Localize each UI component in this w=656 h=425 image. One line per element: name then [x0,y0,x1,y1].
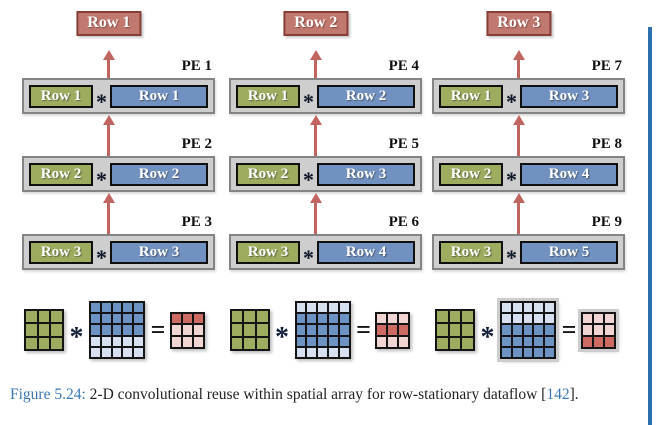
filter-row-chip: Row 3 [29,240,93,264]
ifmap-row-chip: Row 3 [317,162,415,186]
multiply-operator: * [96,245,107,270]
multiply-operator: * [506,89,517,114]
arrowhead-icon [102,50,115,60]
pe-label: PE 2 [181,136,212,152]
multiply-operator: * [303,167,314,192]
right-border-rule [648,27,652,425]
filter-row-chip: Row 3 [236,240,300,264]
pe-label: PE 1 [181,58,212,74]
pe-label: PE 3 [181,214,212,230]
bracket-close: ]. [569,386,579,403]
pe-box: Row 3 * Row 4 [229,234,422,270]
filter-grid [229,309,270,351]
pe-box: Row 2 * Row 3 [229,156,422,192]
filter-row-chip: Row 2 [439,162,503,186]
up-arrow-icon [309,115,322,156]
pe-box: Row 3 * Row 3 [22,234,215,270]
filter-row-chip: Row 1 [236,84,300,108]
filter-row-chip: Row 2 [29,162,93,186]
arrowhead-icon [512,193,525,203]
psum-grid [169,311,205,349]
pe-label: PE 8 [591,136,622,152]
pe-box: Row 3 * Row 5 [432,234,625,270]
up-arrow-icon [512,115,525,156]
figure-caption: Figure 5.24: 2-D convolutional reuse wit… [10,386,579,404]
pe-label: PE 6 [388,214,419,230]
ifmap-row-chip: Row 2 [110,162,208,186]
citation-link[interactable]: 142 [546,386,570,403]
ifmap-row-chip: Row 4 [317,240,415,264]
pe-label: PE 9 [591,214,622,230]
multiply-operator: * [480,322,495,353]
up-arrow-icon [512,193,525,234]
multiply-operator: * [96,167,107,192]
multiply-operator: * [275,322,290,353]
up-arrow-icon [512,50,525,78]
pe-label: PE 5 [388,136,419,152]
conv-group-2: * = [229,301,411,359]
ifmap-row-chip: Row 3 [520,84,618,108]
pe-column-3: Row 3 PE 7 Row 1 * Row 3 PE 8 Row 2 * Ro… [432,11,625,273]
page-number: 101 [619,0,645,4]
pe-box: Row 2 * Row 4 [432,156,625,192]
equals-operator: = [356,315,371,344]
ifmap-grid [500,301,557,359]
arrowhead-icon [309,50,322,60]
equals-operator: = [150,315,166,344]
filter-row-chip: Row 3 [439,240,503,264]
conv-group-1: * = [24,301,205,359]
psum-grid [580,311,616,349]
ifmap-grid [294,301,351,359]
multiply-operator: * [96,89,107,114]
psum-grid [375,311,411,349]
figure-label: Figure 5.24: [10,386,90,403]
bracket-open: [ [541,386,547,403]
arrowhead-icon [309,115,322,125]
arrowhead-icon [102,115,115,125]
pe-column-2: Row 2 PE 4 Row 1 * Row 2 PE 5 Row 2 * Ro… [229,11,422,273]
ifmap-row-chip: Row 3 [110,240,208,264]
multiply-operator: * [69,322,84,353]
up-arrow-icon [309,50,322,78]
ifmap-row-chip: Row 1 [110,84,208,108]
filter-row-chip: Row 2 [236,162,300,186]
ifmap-grid [89,301,146,359]
pe-box: Row 2 * Row 2 [22,156,215,192]
arrowhead-icon [512,115,525,125]
row-badge: Row 3 [486,11,552,36]
up-arrow-icon [102,193,115,234]
section-header: 5.7. DATAFLOW TAXONOMY [355,0,587,4]
row-badge: Row 1 [76,11,142,36]
running-header: 5.7. DATAFLOW TAXONOMY 101 [355,0,645,5]
arrowhead-icon [309,193,322,203]
conv-summary-strip: * = * = * = [24,301,616,359]
filter-grid [24,309,64,351]
row-badge: Row 2 [283,11,349,36]
conv-group-3: * = [435,301,616,359]
pe-box: Row 1 * Row 1 [22,78,215,114]
ifmap-row-chip: Row 5 [520,240,618,264]
multiply-operator: * [506,245,517,270]
ifmap-row-chip: Row 4 [520,162,618,186]
pe-label: PE 7 [591,58,622,74]
filter-grid [435,309,475,351]
arrowhead-icon [102,193,115,203]
multiply-operator: * [303,89,314,114]
multiply-operator: * [506,167,517,192]
equals-operator: = [561,315,577,344]
pe-column-1: Row 1 PE 1 Row 1 * Row 1 PE 2 Row 2 * Ro… [22,11,215,273]
up-arrow-icon [309,193,322,234]
filter-row-chip: Row 1 [439,84,503,108]
multiply-operator: * [303,245,314,270]
ifmap-row-chip: Row 2 [317,84,415,108]
up-arrow-icon [102,50,115,78]
pe-box: Row 1 * Row 3 [432,78,625,114]
caption-text: 2-D convolutional reuse within spatial a… [89,386,542,403]
filter-row-chip: Row 1 [29,84,93,108]
up-arrow-icon [102,115,115,156]
pe-label: PE 4 [388,58,419,74]
arrowhead-icon [512,50,525,60]
pe-box: Row 1 * Row 2 [229,78,422,114]
